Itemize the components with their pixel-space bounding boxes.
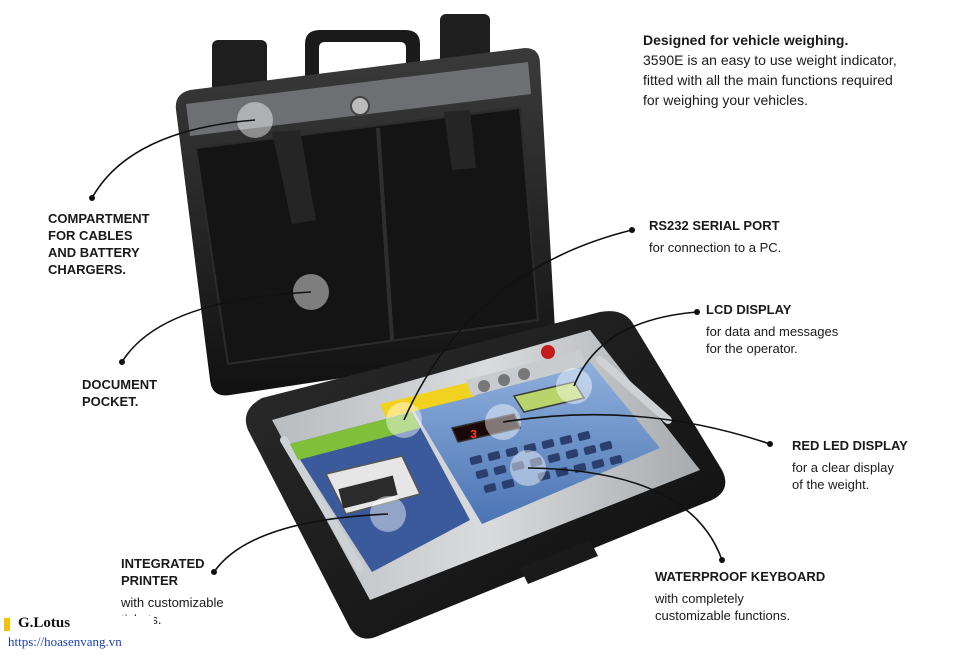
key[interactable] (523, 443, 537, 454)
connector-1 (478, 380, 490, 392)
key[interactable] (493, 465, 507, 476)
leader-led (502, 413, 771, 445)
key[interactable] (483, 483, 497, 494)
keyboard-desc-1: with completely (655, 591, 744, 606)
key[interactable] (609, 455, 623, 466)
intro-title: Designed for vehicle weighing. (643, 32, 849, 48)
rs232-desc: for connection to a PC. (649, 240, 782, 255)
callout-keyboard: WATERPROOF KEYBOARD with completely cust… (655, 568, 825, 624)
key[interactable] (537, 471, 551, 482)
key[interactable] (505, 447, 519, 458)
key[interactable] (547, 453, 561, 464)
right-rail (596, 356, 672, 424)
connector-2 (498, 374, 510, 386)
document-line-1: DOCUMENT (82, 377, 158, 392)
printer-ticket (338, 475, 398, 509)
key[interactable] (583, 445, 597, 456)
callout-lcd: LCD DISPLAY for data and messages for th… (706, 301, 838, 357)
key[interactable] (577, 431, 591, 442)
key[interactable] (501, 479, 515, 490)
printer-title-2: PRINTER (121, 573, 179, 588)
leader-lcd (573, 311, 698, 387)
printer-title-1: INTEGRATED (121, 556, 205, 571)
key[interactable] (565, 449, 579, 460)
printer-desc-1: with customizable (121, 595, 224, 610)
key[interactable] (559, 435, 573, 446)
intro-block: Designed for vehicle weighing. 3590E is … (643, 30, 943, 110)
base-handle (520, 540, 598, 584)
key[interactable] (475, 469, 489, 480)
lid-strap-right (444, 110, 476, 170)
document-line-2: POCKET. (82, 394, 139, 409)
dot-compartment (89, 195, 95, 201)
dot-printer (211, 569, 217, 575)
indicator-panel (410, 362, 660, 524)
lcd-desc-1: for data and messages (706, 324, 839, 339)
compartment-line-4: CHARGERS. (48, 262, 127, 277)
leader-lines (91, 119, 771, 573)
dot-document (119, 359, 125, 365)
lcd-title: LCD DISPLAY (706, 302, 792, 317)
dot-keyboard (719, 557, 725, 563)
intro-line-3: for weighing your vehicles. (643, 92, 808, 108)
keyboard-title: WATERPROOF KEYBOARD (655, 569, 826, 584)
red-led-display (450, 413, 522, 443)
rs232-port-block (380, 382, 476, 418)
lcd-desc-2: for the operator. (706, 341, 798, 356)
rs232-title: RS232 SERIAL PORT (649, 218, 780, 233)
key[interactable] (469, 455, 483, 466)
pocket-divider (376, 127, 394, 341)
led-desc-2: of the weight. (792, 477, 870, 492)
left-rail (280, 436, 364, 572)
watermark-bar (4, 618, 10, 631)
key[interactable] (511, 461, 525, 472)
lid-lock (350, 96, 370, 116)
key[interactable] (591, 459, 605, 470)
lcd-display (512, 381, 586, 413)
dot-led (767, 441, 773, 447)
watermark: G.Lotus https://hoasenvang.vn (4, 615, 154, 652)
compartment-line-1: COMPARTMENT (48, 211, 150, 226)
compartment-line-2: FOR CABLES (48, 228, 133, 243)
watermark-title: G.Lotus (18, 615, 71, 631)
lid-strap-left (272, 130, 316, 224)
led-desc-1: for a clear display (792, 460, 894, 475)
printer-top-bar (290, 412, 420, 460)
key[interactable] (599, 441, 613, 452)
keyboard-desc-2: customizable functions. (655, 608, 791, 623)
waterproof-keyboard[interactable] (469, 431, 623, 494)
red-power-connector (541, 345, 555, 359)
callout-document: DOCUMENT POCKET. (82, 376, 157, 410)
leader-compartment (91, 119, 256, 199)
watermark-url[interactable]: https://hoasenvang.vn (8, 634, 122, 649)
leader-keyboard (527, 467, 723, 561)
callout-led: RED LED DISPLAY for a clear display of t… (792, 437, 908, 493)
intro-line-1: 3590E is an easy to use weight indicator… (643, 52, 897, 68)
leader-dots (89, 195, 773, 575)
document-pocket (194, 106, 540, 366)
led-readout: 3 (470, 428, 477, 442)
key[interactable] (541, 439, 555, 450)
dot-rs232 (629, 227, 635, 233)
leader-document (121, 291, 312, 363)
leader-rs232 (403, 229, 633, 421)
compartment-line-3: AND BATTERY (48, 245, 140, 260)
callout-rs232: RS232 SERIAL PORT for connection to a PC… (649, 217, 781, 256)
connector-3 (518, 368, 530, 380)
intro-line-2: fitted with all the main functions requi… (643, 72, 893, 88)
callout-compartment: COMPARTMENT FOR CABLES AND BATTERY CHARG… (48, 210, 150, 278)
dot-lcd (694, 309, 700, 315)
led-title: RED LED DISPLAY (792, 438, 908, 453)
key[interactable] (529, 457, 543, 468)
leader-printer (213, 513, 389, 573)
key[interactable] (487, 451, 501, 462)
